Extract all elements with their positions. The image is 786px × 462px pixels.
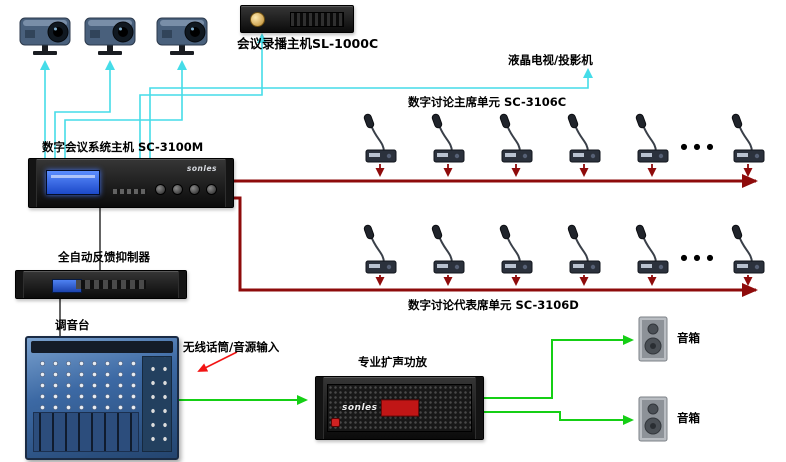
chairman-mic-unit (632, 112, 672, 164)
ptz-camera-icon (17, 8, 73, 56)
feedback-suppressor-unit (15, 270, 187, 299)
power-button-icon (331, 418, 340, 427)
chairman-mic-unit (496, 112, 536, 164)
display-label: 液晶电视/投影机 (508, 53, 593, 67)
delegate-mic-unit (564, 223, 604, 275)
chairman-mic-unit (360, 112, 400, 164)
brand-logo: sonles (186, 164, 217, 173)
host-buttons (113, 189, 147, 194)
mixer-top-panel (31, 341, 173, 353)
rack-ear (16, 271, 24, 298)
host-knob (189, 184, 200, 195)
suppressor-controls (76, 280, 146, 289)
mixer-master-section (142, 356, 172, 452)
speaker-icon (638, 396, 668, 442)
host-knob (172, 184, 183, 195)
delegate-mic-unit (632, 223, 672, 275)
recorder-logo-icon (250, 12, 265, 27)
brand-logo: sonles (342, 403, 378, 413)
speaker-icon (638, 316, 668, 362)
chairman-mic-unit (728, 112, 768, 164)
host-lcd-screen (46, 170, 100, 195)
ptz-camera-icon (154, 8, 210, 56)
ptz-camera-icon (82, 8, 138, 56)
ellipsis-dots: ●●● (680, 142, 720, 151)
chairman-mic-unit (564, 112, 604, 164)
recorder-unit (240, 5, 354, 33)
mixer-knobs (33, 356, 137, 412)
ellipsis-dots: ●●● (680, 253, 720, 262)
recorder-vents (290, 12, 344, 27)
mixer-unit (25, 336, 179, 460)
amplifier-label: 专业扩声功放 (358, 355, 427, 369)
conference-host-unit: sonles (28, 158, 234, 208)
amplifier-unit: sonles (315, 376, 484, 440)
delegate-mic-unit (428, 223, 468, 275)
recorder-label: 会议录播主机SL-1000C (237, 36, 379, 51)
host-knob (206, 184, 217, 195)
main-host-label: 数字会议系统主机 SC-3100M (42, 140, 204, 154)
rack-ear (316, 377, 324, 439)
rack-ear (225, 159, 233, 207)
delegate-mic-unit (496, 223, 536, 275)
delegate-units-label: 数字讨论代表席单元 SC-3106D (408, 298, 579, 312)
wireless-input-label: 无线话筒/音源输入 (183, 340, 280, 354)
speaker-top-label: 音箱 (677, 331, 700, 345)
host-knob (155, 184, 166, 195)
speaker-bottom-label: 音箱 (677, 411, 700, 425)
delegate-mic-unit (360, 223, 400, 275)
rack-ear (475, 377, 483, 439)
chairman-units-label: 数字讨论主席单元 SC-3106C (408, 95, 567, 109)
rack-ear (178, 271, 186, 298)
feedback-suppressor-label: 全自动反馈抑制器 (58, 250, 150, 264)
mixer-faders (33, 412, 139, 452)
chairman-mic-unit (428, 112, 468, 164)
amplifier-badge (380, 399, 419, 417)
conference-bus-links (232, 174, 758, 297)
mixer-label: 调音台 (55, 318, 90, 332)
rack-ear (29, 159, 37, 207)
delegate-mic-unit (728, 223, 768, 275)
